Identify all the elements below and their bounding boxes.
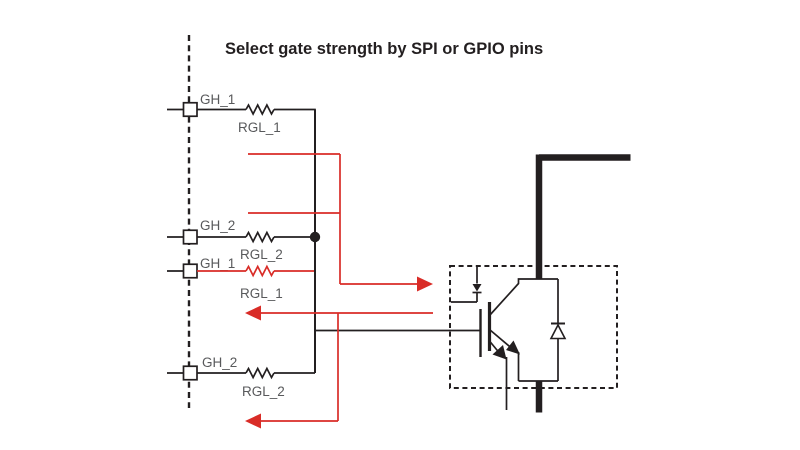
channel-row-gh2-a: GH_2 RGL_2 [167, 218, 315, 262]
resistor-label: RGL_2 [240, 247, 283, 262]
pin-terminal [182, 101, 198, 118]
resistor-icon [245, 103, 275, 116]
diagram-title: Select gate strength by SPI or GPIO pins [225, 40, 543, 58]
resistor-label: RGL_2 [242, 384, 285, 399]
pin-label: GH_2 [200, 218, 235, 233]
igbt-symbol [479, 278, 558, 410]
pin-terminal [182, 229, 198, 245]
pin-label: GH_2 [202, 355, 237, 370]
igbt-emitter [488, 328, 513, 350]
pin-terminal [182, 365, 198, 381]
selected-gate-trace [245, 153, 433, 429]
power-module-boundary [449, 265, 618, 389]
kelvin-emitter-arrow-icon [492, 345, 507, 360]
resistor-icon [245, 366, 275, 380]
channel-row-gh1-b-selected: GH_1 RGL_1 [167, 256, 315, 301]
resistor-label: RGL_1 [238, 120, 281, 135]
gate-clamp-diode-icon [451, 266, 482, 303]
feedback-arrow-left-bottom-icon [245, 413, 261, 429]
feedback-arrow-left-icon [245, 305, 261, 321]
pin-terminal [182, 263, 198, 279]
pin-label: GH_1 [200, 256, 235, 271]
diode-triangle [472, 284, 482, 292]
igbt-emitter-arrow-icon [506, 340, 520, 355]
resistor-icon-selected [245, 264, 275, 278]
pin-label: GH_1 [200, 92, 235, 107]
channel-row-gh1-a: GH_1 RGL_1 [167, 92, 316, 135]
gate-drive-arrow-right-icon [417, 276, 433, 292]
resistor-icon [245, 230, 275, 244]
junction-dot [309, 231, 321, 243]
channel-row-gh2-b: GH_2 RGL_2 [167, 355, 315, 399]
wire [451, 292, 478, 303]
diode-triangle [549, 323, 567, 340]
resistor-label: RGL_1 [240, 286, 283, 301]
igbt-emitter-rail [517, 352, 558, 382]
igbt-collector [488, 278, 558, 317]
freewheeling-diode-icon [549, 279, 567, 381]
dc-bus-rail-top [535, 154, 631, 279]
